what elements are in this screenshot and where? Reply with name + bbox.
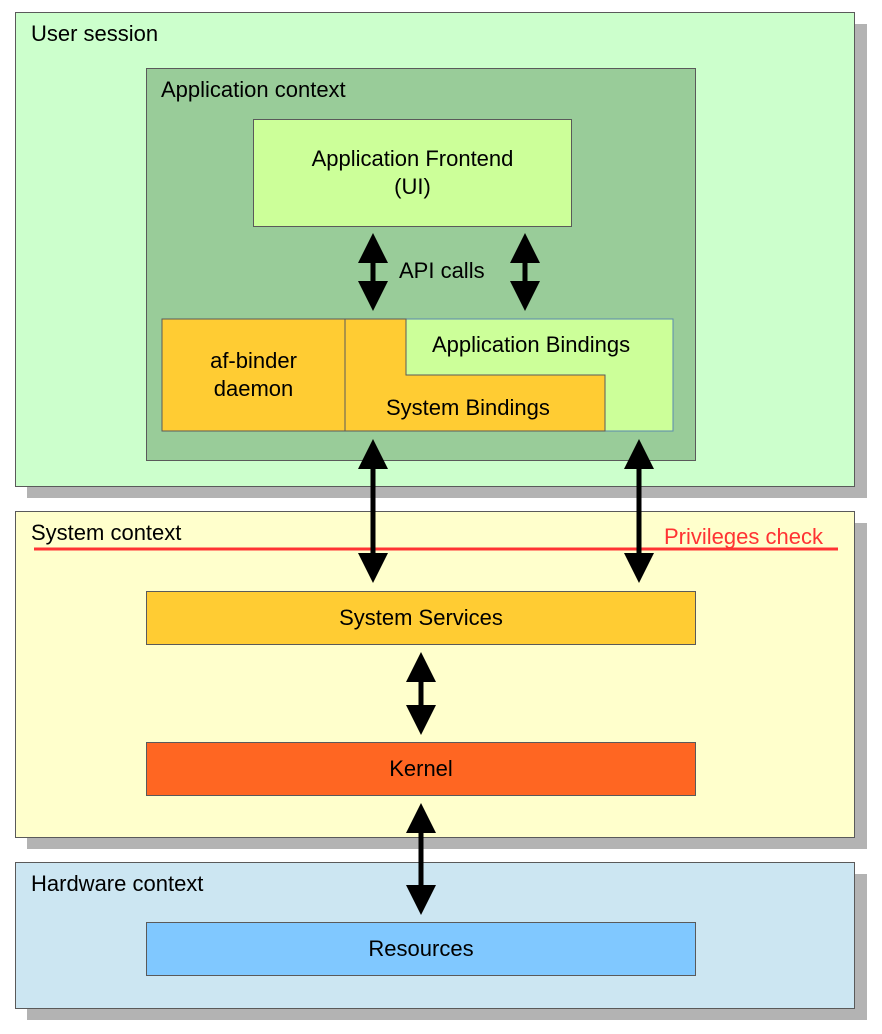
binder-daemon-label: af-binder (210, 348, 297, 373)
application-context-title: Application context (161, 77, 346, 102)
system-bindings-label: System Bindings (386, 395, 550, 420)
application-frontend-label: Application Frontend (311, 146, 514, 171)
application-frontend-sublabel: (UI) (394, 174, 431, 199)
system-services-box: System Services (146, 591, 696, 645)
system-services-label: System Services (339, 605, 503, 630)
kernel-label: Kernel (389, 756, 453, 781)
privileges-check-label: Privileges check (664, 524, 823, 549)
application-bindings-label: Application Bindings (432, 332, 631, 357)
resources-box: Resources (146, 922, 696, 976)
system-context-title: System context (31, 520, 182, 545)
binder-daemon-sublabel: daemon (213, 376, 294, 401)
binder-daemon-box: af-binder daemon (162, 319, 345, 431)
application-frontend-box: Application Frontend (UI) (253, 119, 572, 227)
api-calls-label: API calls (399, 258, 485, 283)
hardware-context-title: Hardware context (31, 871, 204, 896)
kernel-box: Kernel (146, 742, 696, 796)
resources-label: Resources (368, 936, 474, 961)
user-session-title: User session (31, 21, 159, 46)
